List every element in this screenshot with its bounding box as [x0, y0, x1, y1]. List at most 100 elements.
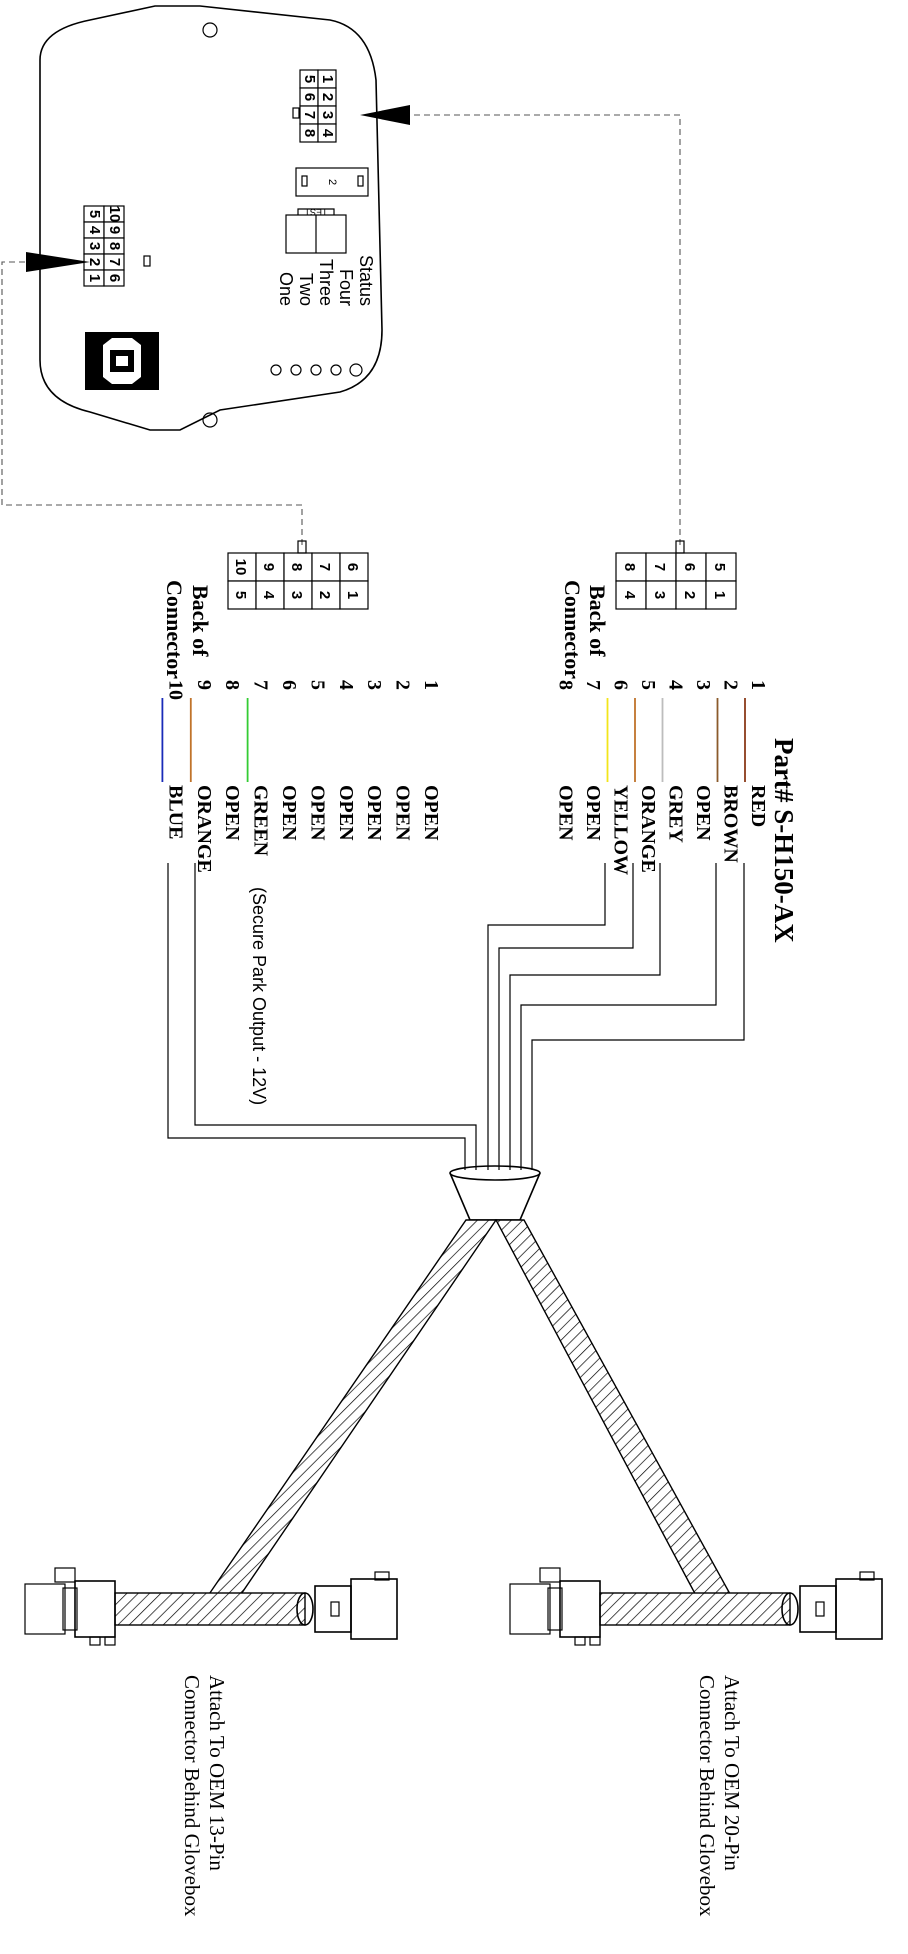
wire-pin-number: 3	[363, 680, 385, 690]
jumper-header: 2	[295, 167, 369, 197]
pin-number: 7	[316, 563, 333, 571]
pin-number: 7	[301, 111, 318, 119]
attach-13pin-line1: Attach To OEM 13-Pin	[205, 1675, 229, 1871]
pin-cell	[705, 580, 737, 610]
test-button: TEST	[285, 207, 347, 254]
led-indicator	[330, 364, 342, 376]
pin-number: 8	[106, 242, 123, 250]
pin-number: 9	[106, 226, 123, 234]
pin-number: 2	[316, 591, 333, 599]
wire-label: BROWN	[720, 785, 742, 863]
wire-pin-number: 7	[250, 680, 272, 690]
jumper-label-2: 2	[326, 179, 338, 185]
pin-cell	[675, 552, 707, 582]
led-indicator	[349, 363, 363, 377]
green-wire-note: (Secure Park Output - 12V)	[249, 887, 269, 1105]
module-outline	[39, 5, 383, 431]
pin-number: 9	[260, 563, 277, 571]
wire-list-a: 1RED2BROWN3OPEN4GREY5ORANGE6YELLOW7OPEN8…	[555, 680, 770, 875]
pin-number: 7	[651, 563, 668, 571]
test-label: TEST	[304, 207, 328, 217]
pin-number: 4	[319, 129, 336, 138]
dashed-lead-a	[410, 114, 681, 545]
wire-label: ORANGE	[193, 785, 215, 873]
pin-cell	[311, 580, 341, 610]
harness-branch-20pin	[494, 1219, 737, 1604]
wire-label: OPEN	[278, 785, 300, 841]
wire-pin-number: 8	[555, 680, 577, 690]
pin-number: 1	[711, 591, 728, 599]
wire-label: BLUE	[164, 785, 186, 839]
wire-pin-number: 1	[747, 680, 769, 690]
pin-number: 10	[106, 206, 123, 223]
pin-number: 5	[711, 563, 728, 571]
pin-cell	[255, 580, 285, 610]
wire-label: ORANGE	[637, 785, 659, 873]
led-indicator	[270, 364, 282, 376]
pin-cell	[311, 552, 341, 582]
connector-b-label-line1: Back of	[188, 585, 213, 657]
pin-number: 3	[319, 111, 336, 119]
attach-20pin-line2: Connector Behind Glovebox	[695, 1675, 719, 1917]
pin-number: 2	[319, 93, 336, 101]
pin-number: 3	[651, 591, 668, 599]
pin-number: 6	[681, 563, 698, 571]
pin-cell	[339, 552, 369, 582]
pin-number: 2	[86, 258, 103, 266]
connector-a-label-line2: Connector	[560, 580, 585, 679]
wire-label: OPEN	[363, 785, 385, 841]
pin-cell	[645, 580, 677, 610]
pin-number: 4	[621, 591, 638, 600]
wire-pin-number: 5	[306, 680, 328, 690]
pin-cell	[615, 580, 647, 610]
connector-a-key	[675, 540, 685, 554]
pin-number: 2	[681, 591, 698, 599]
wire-pin-number: 2	[720, 680, 742, 690]
pin-number: 1	[319, 75, 336, 83]
connector-key	[292, 107, 300, 119]
harness-branch-13pin	[201, 1219, 498, 1604]
pin-number: 5	[232, 591, 249, 599]
oem-13pin-assembly	[24, 1567, 398, 1646]
pin-cell	[339, 580, 369, 610]
wire-pin-number: 9	[193, 680, 215, 690]
wire-label: OPEN	[582, 785, 604, 841]
wire-label: OPEN	[221, 785, 243, 841]
pin-number: 8	[301, 129, 318, 137]
wire-pin-number: 3	[692, 680, 714, 690]
wire-pin-number: 2	[392, 680, 414, 690]
pin-cell	[675, 580, 707, 610]
pin-number: 3	[288, 591, 305, 599]
wire-label: YELLOW	[610, 785, 632, 875]
pin-cell	[255, 552, 285, 582]
harness-junction	[449, 1165, 541, 1221]
led-indicator	[310, 364, 322, 376]
wire-pin-number: 8	[221, 680, 243, 690]
wire-pin-number: 6	[278, 680, 300, 690]
wire-pin-number: 4	[335, 680, 357, 690]
connector-key-left	[143, 255, 151, 267]
pin-number: 1	[344, 591, 361, 599]
arrow-into-left-connector	[26, 252, 90, 272]
pin-cell	[615, 552, 647, 582]
wire-pin-number: 7	[582, 680, 604, 690]
wire-pin-number: 6	[610, 680, 632, 690]
pin-number: 7	[106, 258, 123, 266]
pin-number: 4	[86, 226, 103, 235]
oem-20pin-assembly	[509, 1567, 883, 1646]
part-number: Part# S-H150-AX	[769, 738, 799, 943]
wire-label: GREY	[665, 785, 687, 843]
led-label: One	[276, 272, 296, 306]
wire-label: OPEN	[692, 785, 714, 841]
chip-graphic	[85, 332, 159, 390]
pin-cell	[103, 269, 125, 287]
pin-number: 5	[301, 75, 318, 83]
wire-label: OPEN	[555, 785, 577, 841]
dashed-lead-b	[1, 261, 303, 545]
led-label: Two	[296, 273, 316, 306]
